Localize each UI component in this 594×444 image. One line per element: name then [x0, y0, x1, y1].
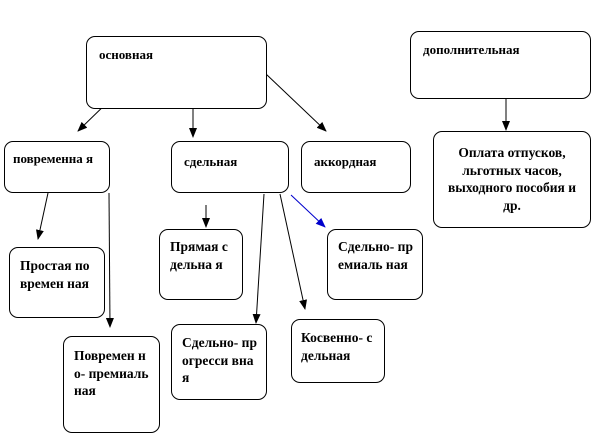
node-sdelno-progressivnaya: Сдельно- прогресси вная [171, 324, 267, 400]
node-oplata: Оплата отпусков, льготных часов, выходно… [433, 131, 591, 228]
arrow-sdelnaya-to-kosvenno-sdelnaya [279, 193, 307, 310]
node-povremenno-premialnaya: Повремен но- премиаль ная [63, 336, 160, 433]
node-prostaya: Простая повремен ная [9, 247, 105, 318]
node-dopolnitelnaya: дополнительная [410, 31, 591, 99]
node-sdelnaya: сдельная [171, 141, 289, 193]
node-pryamaya: Прямая сдельна я [159, 229, 243, 300]
node-sdelno-premialnaya: Сдельно- премиаль ная [327, 229, 423, 300]
arrow-osnovnaya-to-akkordnaya [265, 73, 327, 132]
node-povremennaya: повременна я [4, 141, 110, 193]
node-osnovnaya: основная [86, 36, 267, 109]
node-kosvenno-sdelnaya: Косвенно- сдельная [291, 319, 385, 383]
arrow-povremennaya-to-prostaya [36, 192, 49, 240]
arrow-sdelnaya-to-sdelno-progressivnaya [252, 193, 265, 324]
arrow-povremennaya-to-povremenno-premialnaya [105, 192, 114, 328]
node-akkordnaya: аккордная [301, 141, 411, 193]
arrow-sdelnaya-to-sdelno-premialnaya [290, 194, 326, 228]
